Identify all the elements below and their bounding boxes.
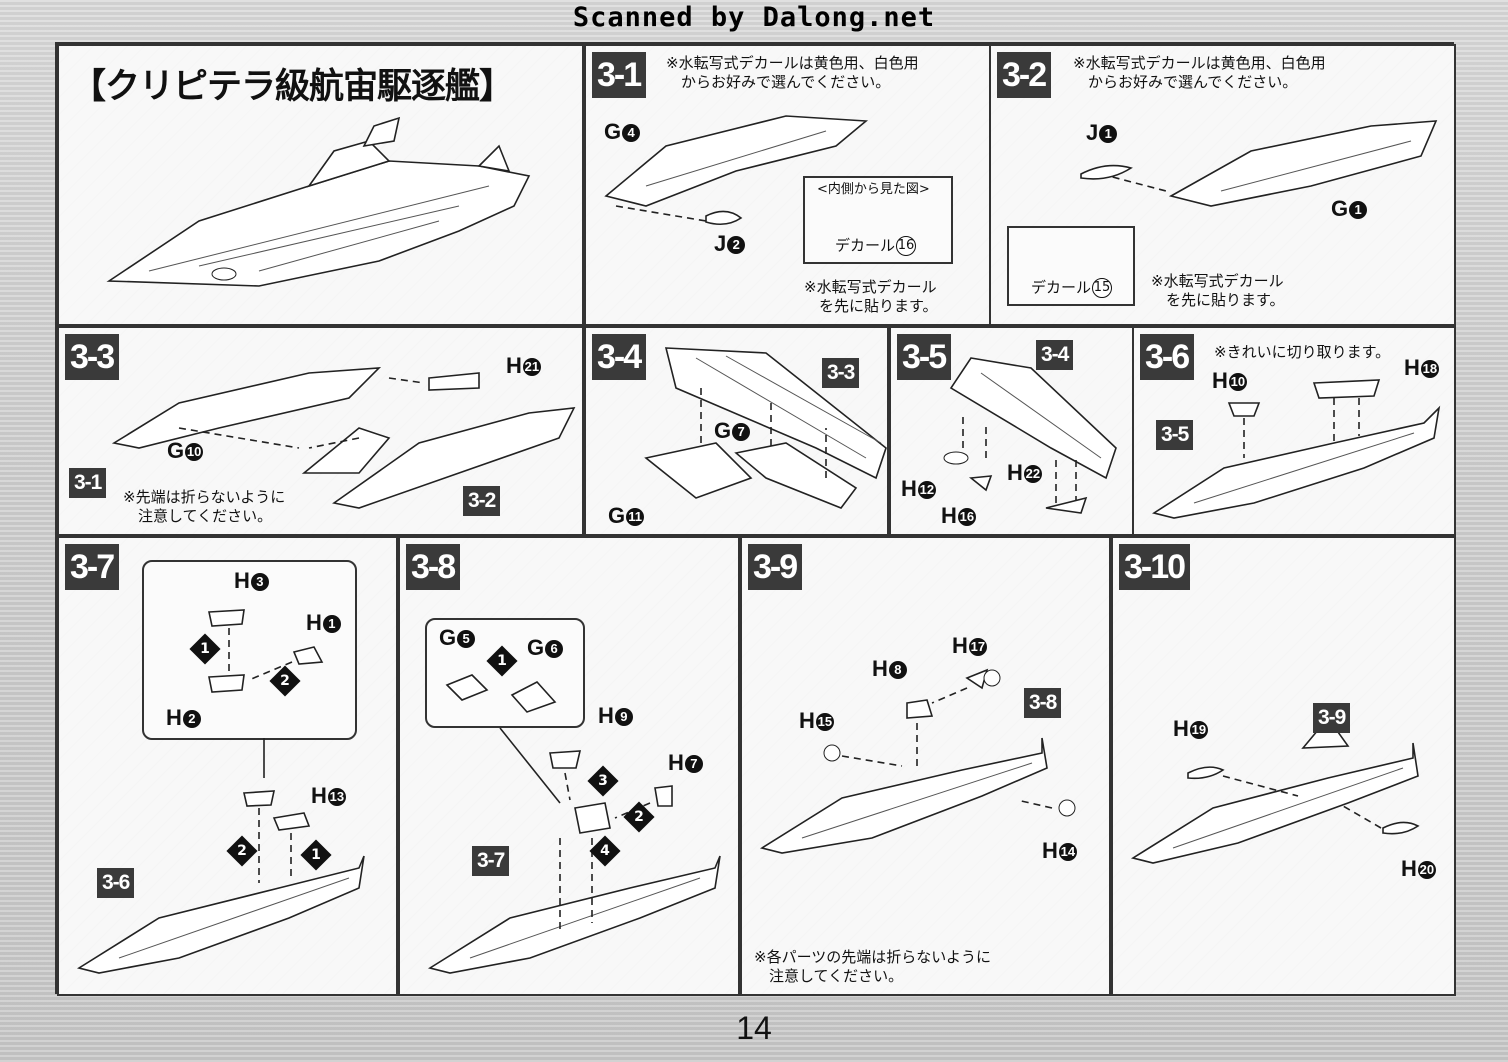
ref-3-4: 3-4 xyxy=(1036,340,1074,370)
step-number: 3-10 xyxy=(1119,544,1191,590)
ref-3-8: 3-8 xyxy=(1024,688,1062,718)
instruction-sheet: 【クリピテラ級航宙駆逐艦】 3-1 ※水転写式デカールは黄色用、白色用 からお好… xyxy=(55,42,1456,996)
caution-note: ※各パーツの先端は折らないように 注意してください。 xyxy=(754,948,991,985)
order-marker: 3 xyxy=(587,765,619,797)
ref-3-5: 3-5 xyxy=(1156,420,1194,450)
assembly-illustration xyxy=(1152,379,1441,519)
hull-part-illustration xyxy=(604,115,869,226)
decal-note: ※水転写式デカールは黄色用、白色用 からお好みで選んでください。 xyxy=(666,54,919,91)
step-number: 3-6 xyxy=(1140,334,1195,380)
assembly-illustration xyxy=(427,727,721,974)
page-title: 【クリピテラ級航宙駆逐艦】 xyxy=(71,67,514,107)
assembly-illustration xyxy=(111,367,576,509)
decal-first-note: ※水転写式デカール を先に貼ります。 xyxy=(804,278,938,315)
assembly-illustration xyxy=(1130,716,1420,864)
watermark: Scanned by Dalong.net xyxy=(572,2,936,33)
ref-3-7: 3-7 xyxy=(472,846,510,876)
decal-note: ※水転写式デカールは黄色用、白色用 からお好みで選んでください。 xyxy=(1073,54,1326,91)
hull-part-illustration xyxy=(1080,120,1438,207)
page-number: 14 xyxy=(736,1010,772,1046)
ref-3-3: 3-3 xyxy=(822,358,860,388)
assembly-illustration xyxy=(76,738,365,974)
decal-first-note: ※水転写式デカール を先に貼ります。 xyxy=(1151,272,1285,309)
step-number: 3-7 xyxy=(65,544,120,590)
step-number: 3-4 xyxy=(592,334,647,380)
step-number: 3-3 xyxy=(65,334,120,380)
step-number: 3-9 xyxy=(748,544,803,590)
step-number: 3-2 xyxy=(997,52,1052,98)
title-panel: 【クリピテラ級航宙駆逐艦】 xyxy=(57,44,584,326)
ref-3-6: 3-6 xyxy=(97,868,135,898)
ref-3-1: 3-1 xyxy=(69,468,107,498)
caution-note: ※先端は折らないように 注意してください。 xyxy=(123,488,286,525)
step-number: 3-1 xyxy=(592,52,647,98)
step-number: 3-8 xyxy=(406,544,461,590)
ref-3-2: 3-2 xyxy=(463,486,501,516)
order-marker: 2 xyxy=(226,835,258,867)
assembly-illustration xyxy=(759,668,1076,854)
order-marker: 2 xyxy=(623,801,655,833)
cut-note: ※きれいに切り取ります。 xyxy=(1214,343,1391,361)
ship-illustration xyxy=(106,116,531,287)
step-number: 3-5 xyxy=(897,334,952,380)
order-marker: 1 xyxy=(300,839,332,871)
assembly-illustration xyxy=(644,347,887,509)
order-marker: 4 xyxy=(589,835,621,867)
ref-3-9: 3-9 xyxy=(1313,703,1351,733)
assembly-illustration xyxy=(943,357,1117,514)
